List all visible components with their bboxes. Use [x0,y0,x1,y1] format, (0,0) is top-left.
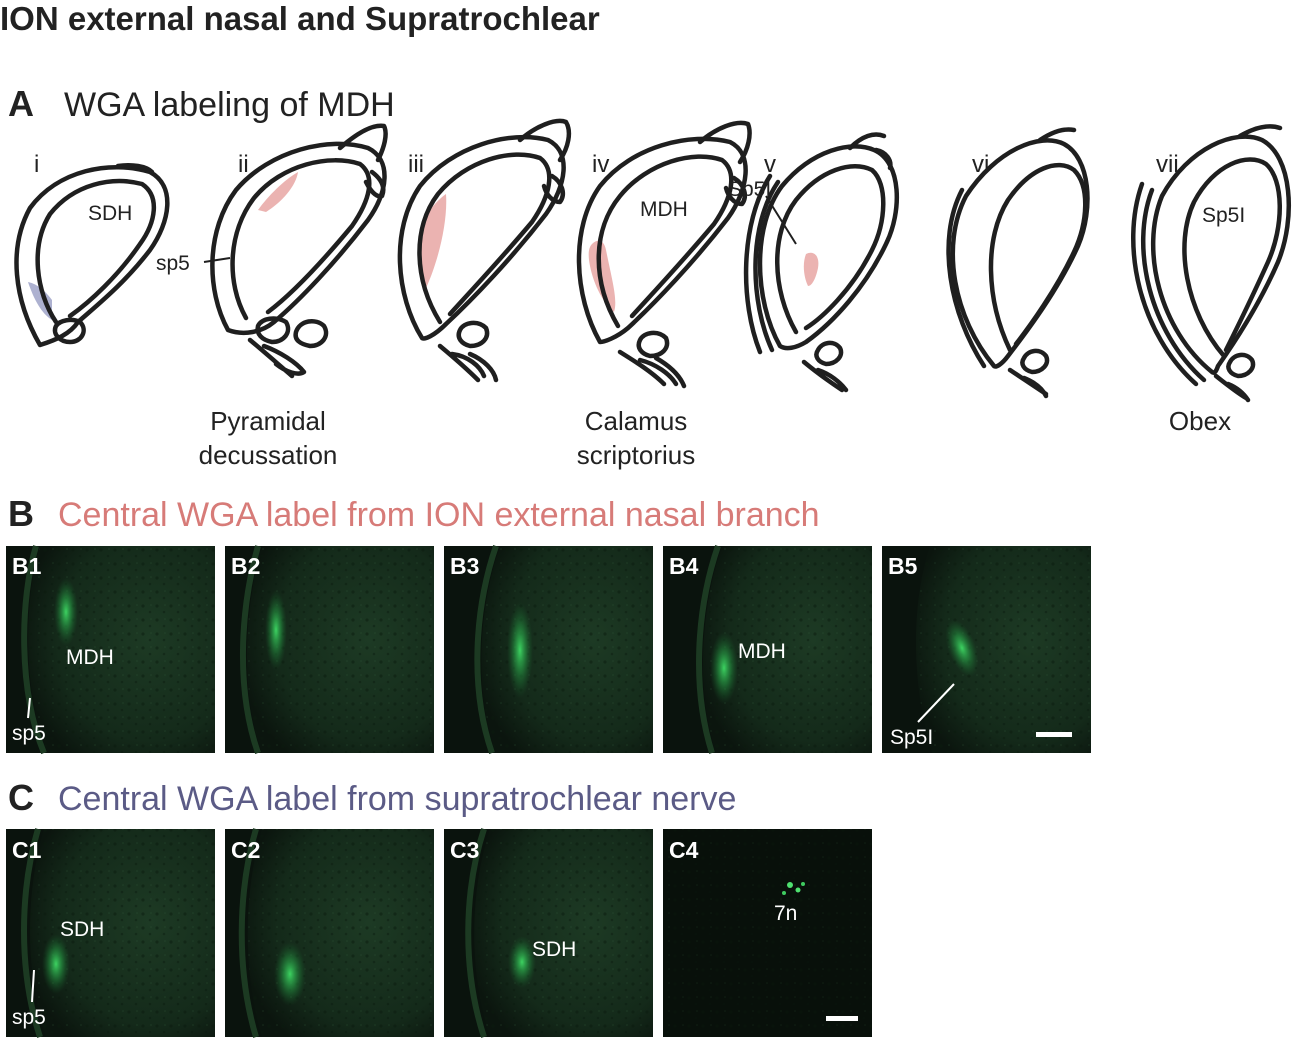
micrograph-c2: C2 [225,828,434,1038]
section-numeral-vii: vii [1156,151,1179,178]
label-sp5i-schematic-vii: Sp5I [1202,204,1245,227]
micrograph-b5: B5 Sp5I [882,546,1091,753]
micrograph-label-b2: B2 [231,553,260,579]
scale-bar-b [1036,732,1072,737]
micrograph-b1: B1 MDH sp5 [6,545,216,755]
caption-pyramidal-line1: Pyramidal [210,406,326,436]
label-sdh-schematic: SDH [88,202,132,225]
caption-obex: Obex [1169,406,1231,436]
supratrochlear-label-region [28,282,52,320]
annotation-sdh-c1: SDH [60,918,104,941]
panel-b: B Central WGA label from ION external na… [6,493,1091,755]
scale-bar-c [826,1016,858,1021]
ion-label-region-v [803,252,819,286]
micrograph-label-b3: B3 [450,553,479,579]
panel-a-letter: A [8,83,34,124]
annotation-7n-c4: 7n [774,902,797,925]
annotation-mdh-b4: MDH [738,640,786,663]
micrograph-label-b5: B5 [888,553,918,579]
micrograph-label-b1: B1 [12,553,42,579]
section-iii-diagram [397,118,572,383]
section-ii-diagram: sp5 [156,123,388,379]
section-v-diagram: Sp5I [728,132,900,393]
label-sp5i-schematic-v: Sp5I [728,178,771,201]
panel-c-letter: C [8,777,34,818]
caption-calamus-line1: Calamus [585,406,688,436]
panel-c-title: Central WGA label from supratrochlear ne… [58,780,736,818]
caption-calamus-line2: scriptorius [577,440,695,470]
section-vi-diagram [946,127,1090,399]
panel-a-title: WGA labeling of MDH [64,86,395,124]
annotation-sp5-c1: sp5 [12,1006,46,1029]
micrograph-label-c4: C4 [669,837,699,863]
label-mdh-schematic: MDH [640,198,688,221]
micrograph-b2: B2 [225,545,434,754]
micrograph-label-c1: C1 [12,837,42,863]
micrograph-label-b4: B4 [669,553,699,579]
micrograph-c4: C4 7n [663,829,872,1037]
micrograph-b4: B4 MDH [663,545,872,754]
caption-pyramidal-line2: decussation [199,440,338,470]
label-sp5-schematic: sp5 [156,252,190,275]
annotation-sp5i-b5: Sp5I [890,726,933,749]
section-numeral-v: v [764,151,776,178]
section-i-diagram: SDH [14,163,170,348]
section-numeral-iii: iii [408,151,424,178]
section-iv-diagram: MDH [576,120,752,389]
section-numeral-i: i [34,151,39,178]
annotation-sp5-b1: sp5 [12,722,46,745]
figure-title: ION external nasal and Supratrochlear [0,0,600,37]
annotation-sdh-c3: SDH [532,938,576,961]
panel-b-letter: B [8,493,34,534]
ion-label-region-ii [258,172,298,212]
micrograph-label-c3: C3 [450,837,479,863]
micrograph-c1: C1 SDH sp5 [6,828,215,1038]
section-numeral-ii: ii [238,151,249,178]
panel-b-title: Central WGA label from ION external nasa… [58,496,820,534]
panel-a: A WGA labeling of MDH i ii iii iv v vi v… [8,83,1292,470]
panel-c: C Central WGA label from supratrochlear … [6,777,872,1038]
section-vii-diagram: Sp5I [1131,124,1292,403]
annotation-mdh-b1: MDH [66,646,114,669]
micrograph-b3: B3 [444,545,653,754]
section-numeral-iv: iv [592,151,609,178]
micrograph-c3: C3 SDH [444,828,653,1038]
micrograph-label-c2: C2 [231,837,260,863]
